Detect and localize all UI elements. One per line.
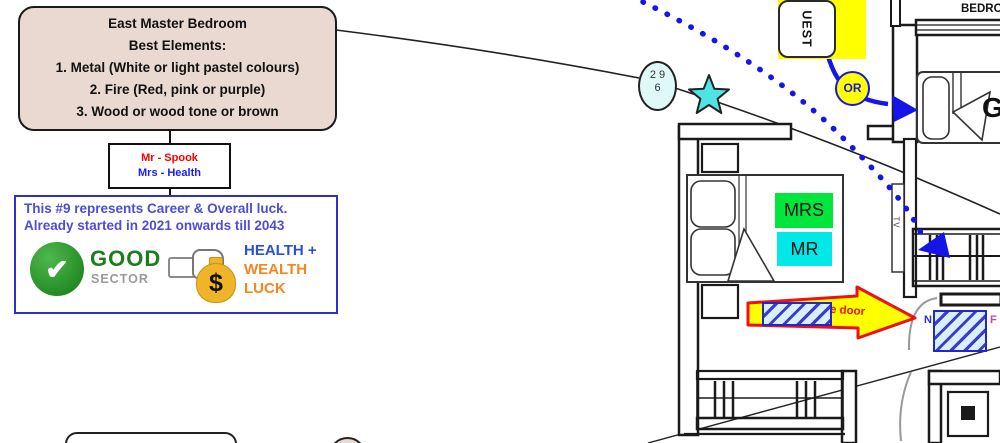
callout-line: 3. Wood or wood tone or brown bbox=[76, 104, 279, 119]
best-elements-callout: East Master Bedroom Best Elements: 1. Me… bbox=[18, 6, 337, 131]
dotted-direction-line bbox=[640, 0, 924, 236]
window-right bbox=[911, 227, 1000, 288]
letter-left-of-door-box: N bbox=[924, 314, 932, 326]
owner-mr-label: Mr - Spook bbox=[141, 152, 198, 164]
or-arrowhead bbox=[892, 95, 918, 122]
callout-line: Best Elements: bbox=[128, 38, 227, 53]
flying-star-badge: 2 9 6 bbox=[638, 61, 677, 111]
mrs-side-badge: MRS bbox=[775, 193, 833, 228]
or-badge: OR bbox=[835, 71, 870, 106]
bottom-callout-box bbox=[65, 432, 237, 443]
wc-fixture bbox=[946, 390, 990, 438]
guest-room-label-box: UEST bbox=[778, 0, 836, 58]
owners-box: Mr - Spook Mrs - Health bbox=[108, 143, 231, 189]
flying-star-top: 2 9 bbox=[649, 69, 666, 81]
luck-panel-line1: This #9 represents Career & Overall luck… bbox=[24, 201, 288, 216]
letter-right-of-door-box: F bbox=[990, 314, 997, 326]
master-bed bbox=[686, 174, 844, 283]
good-label: GOOD bbox=[90, 246, 162, 271]
nightstands bbox=[700, 142, 740, 320]
leader-line-bottom bbox=[647, 346, 1000, 443]
check-icon: ✔ bbox=[30, 242, 84, 296]
dotted-line-arrowhead bbox=[918, 232, 950, 258]
money-bag-icon: $ bbox=[196, 263, 236, 303]
money-hand-icon: $ bbox=[168, 243, 240, 307]
callout-line: 1. Metal (White or light pastel colours) bbox=[55, 60, 300, 75]
checkmark: ✔ bbox=[45, 253, 69, 285]
flying-star-bottom: 6 bbox=[654, 82, 661, 94]
move-arrow-label: e door bbox=[829, 303, 866, 319]
guest-bed bbox=[916, 71, 1000, 144]
owner-mrs-label: Mrs - Health bbox=[138, 167, 201, 179]
mr-side-badge: MR bbox=[777, 232, 832, 266]
health-label: HEALTH + bbox=[244, 242, 317, 259]
guest-room-highlight: UEST bbox=[778, 0, 866, 59]
guest-initial-label: G bbox=[982, 92, 1000, 123]
star-icon bbox=[688, 74, 730, 114]
guest-room-label: UEST bbox=[800, 10, 814, 48]
tv-unit bbox=[891, 183, 905, 273]
hatch-area-door bbox=[933, 310, 987, 352]
luck-panel-line2: Already started in 2021 onwards till 204… bbox=[24, 218, 285, 233]
luck-label: LUCK bbox=[244, 280, 286, 297]
callout-line: 2. Fire (Red, pink or purple) bbox=[89, 82, 266, 97]
window-bottom bbox=[684, 369, 845, 436]
bedroom-label: BEDRO bbox=[961, 3, 1000, 15]
wealth-label: WEALTH bbox=[244, 261, 308, 278]
luck-panel: This #9 represents Career & Overall luck… bbox=[14, 195, 338, 314]
callout-line: East Master Bedroom bbox=[108, 16, 247, 31]
sector-label: SECTOR bbox=[91, 272, 149, 286]
hatch-area-bed-position bbox=[762, 302, 832, 326]
leader-line bbox=[335, 29, 640, 79]
window-top-right bbox=[914, 18, 1000, 37]
tv-label: TV bbox=[891, 216, 901, 229]
dollar-sign: $ bbox=[209, 268, 223, 297]
door-arc-wc bbox=[899, 371, 912, 442]
door-arc-master bbox=[907, 297, 938, 351]
